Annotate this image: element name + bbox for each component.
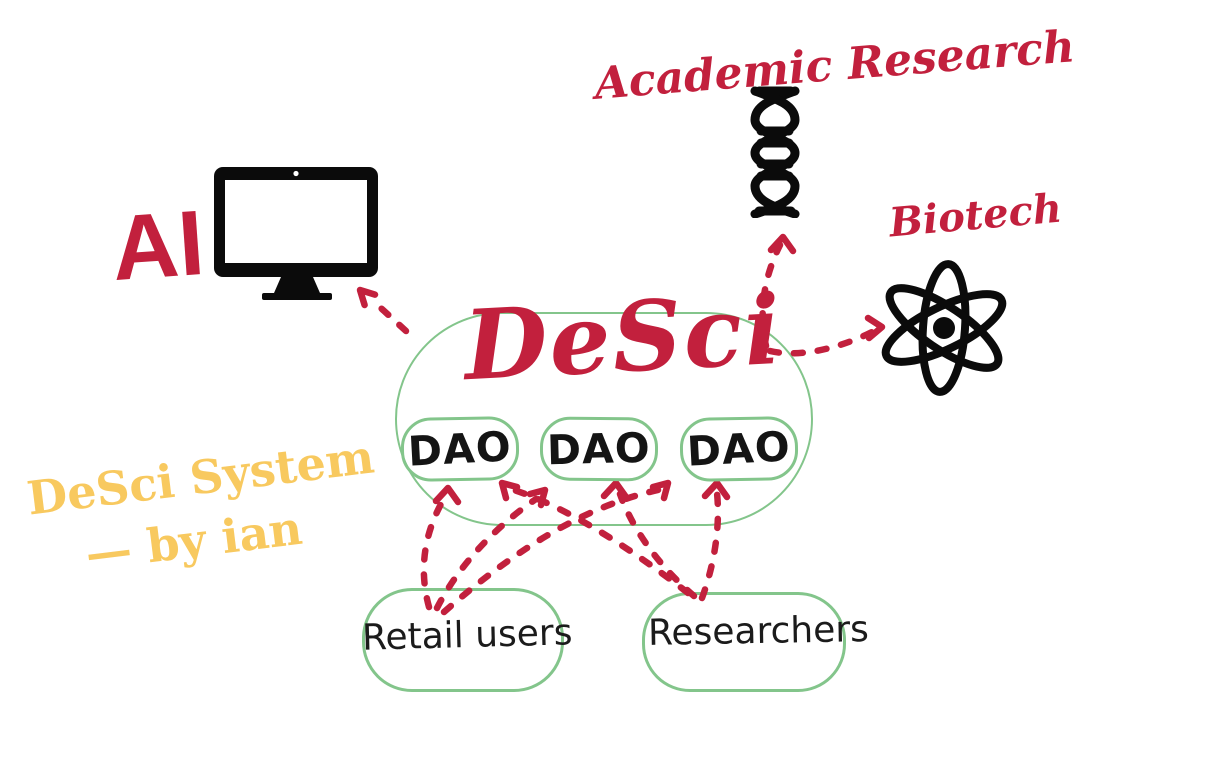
retail-users-label: Retail users <box>361 612 573 659</box>
researchers-box <box>642 592 846 692</box>
academic-research-label: Academic Research <box>592 21 1077 110</box>
dao-label-1: DAO <box>406 421 513 476</box>
dao-label-3: DAO <box>685 421 792 476</box>
dao-pill-2: DAO <box>539 416 659 482</box>
ai-label: AI <box>108 191 208 301</box>
researchers-label: Researchers <box>647 609 870 654</box>
dao-label-2: DAO <box>546 423 652 474</box>
dao-pill-1: DAO <box>400 415 520 483</box>
desci-title: DeSci <box>461 272 786 403</box>
dna-icon <box>750 86 800 218</box>
dao-pill-3: DAO <box>679 415 799 483</box>
monitor-icon <box>214 167 378 300</box>
watermark: DeSci System — by ian <box>24 429 377 591</box>
atom-icon <box>881 260 1007 396</box>
biotech-label: Biotech <box>887 184 1064 247</box>
